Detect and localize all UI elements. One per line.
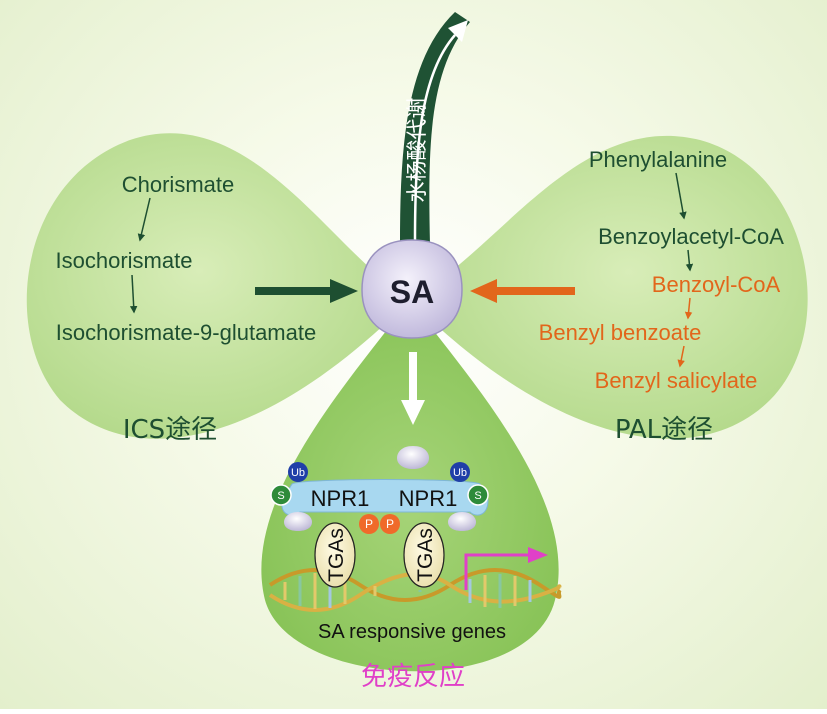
- pal-step-benzoylacetyl-coa: Benzoylacetyl-CoA: [598, 224, 784, 249]
- transcription-arrow: [464, 553, 530, 590]
- tga-left: TGAs: [314, 522, 356, 588]
- npr1-right-label: NPR1: [399, 486, 458, 511]
- ub-badge-left-label: Ub: [291, 467, 305, 479]
- sa-bound-right: [448, 512, 476, 531]
- tga-right-label: TGAs: [414, 528, 437, 582]
- s-badge-right-label: S: [474, 490, 481, 502]
- npr1-left-label: NPR1: [311, 486, 370, 511]
- ub-badge-right-label: Ub: [453, 467, 467, 479]
- ics-lobe: [26, 133, 410, 439]
- sa-node: [361, 239, 463, 339]
- pal-arrow-1: [675, 172, 687, 220]
- pal-lobe: [410, 135, 808, 439]
- p-badge-left: [359, 514, 379, 534]
- dna-strand-b: [268, 572, 562, 612]
- s-badge-left: [270, 484, 292, 506]
- tga-left-label: TGAs: [325, 528, 348, 582]
- pal-step-benzyl-salicylate: Benzyl salicylate: [595, 368, 758, 393]
- s-badge-left-label: S: [277, 490, 284, 502]
- pal-step-benzoyl-coa: Benzoyl-CoA: [652, 272, 781, 297]
- p-badge-right-label: P: [386, 517, 394, 531]
- dna-rungs: [283, 573, 532, 609]
- sa-to-immune-arrow: [401, 352, 425, 425]
- pal-pathway-title: PAL途径: [615, 415, 713, 445]
- p-badge-left-label: P: [365, 517, 373, 531]
- pal-step-phenylalanine: Phenylalanine: [589, 147, 727, 172]
- sa-molecule: [397, 446, 429, 469]
- p-badge-right: [380, 514, 400, 534]
- sa-node-label: SA: [390, 274, 434, 310]
- ics-arrow-2: [129, 274, 138, 314]
- pal-arrow-3: [684, 297, 693, 320]
- sa-responsive-genes-label: SA responsive genes: [318, 621, 506, 643]
- ics-step-chorismate: Chorismate: [122, 172, 234, 197]
- metabolism-arrow: [400, 12, 470, 245]
- transcription-arrow-head: [528, 547, 548, 563]
- metabolism-arrow-inner: [413, 34, 456, 241]
- sa-bound-left: [284, 512, 312, 531]
- pal-arrow-2: [685, 249, 694, 272]
- pal-to-sa-arrow: [470, 279, 575, 303]
- ics-step-isochorismate: Isochorismate: [56, 248, 193, 273]
- ics-pathway-title: ICS途径: [123, 415, 217, 445]
- tga-right: TGAs: [403, 522, 445, 588]
- ics-step-isochorismate-9-glutamate: Isochorismate-9-glutamate: [56, 320, 316, 345]
- metabolism-label: 水杨酸代谢: [405, 98, 429, 203]
- s-badge-right: [467, 484, 489, 506]
- ub-badge-right: [450, 462, 470, 482]
- metabolism-arrow-head: [448, 20, 468, 42]
- ub-badge-left: [288, 462, 308, 482]
- immune-response-title: 免疫反应: [361, 662, 465, 692]
- metabolism-label-group: 水杨酸代谢: [405, 98, 429, 203]
- ics-arrow-1: [137, 197, 151, 242]
- pal-arrow-4: [677, 345, 685, 368]
- ics-to-sa-arrow: [255, 279, 358, 303]
- pal-step-benzyl-benzoate: Benzyl benzoate: [539, 320, 702, 345]
